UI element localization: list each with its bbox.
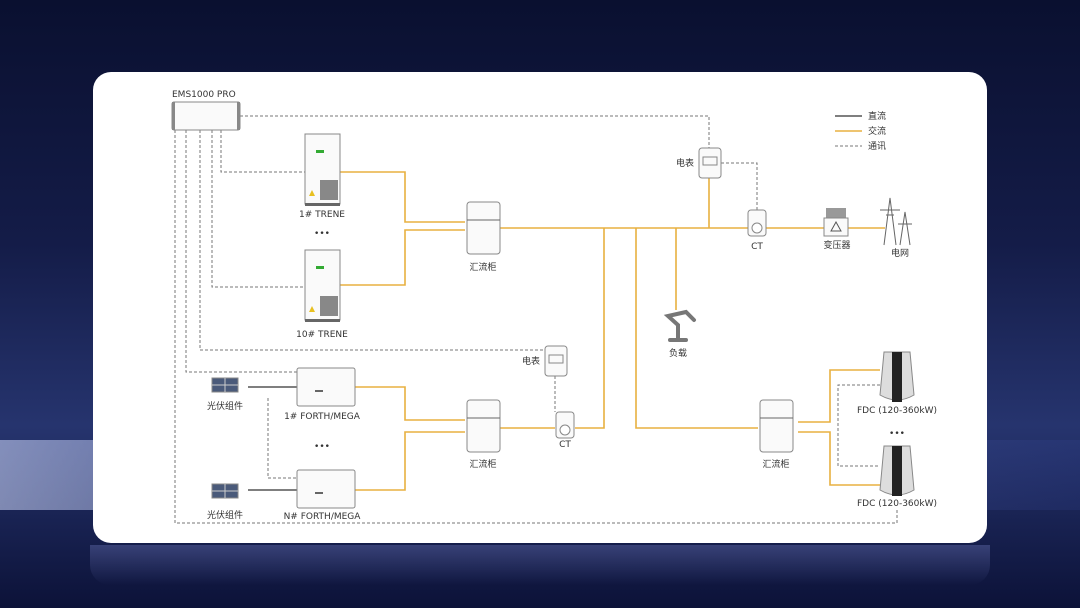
ems-label: EMS1000 PRO [172,90,236,100]
charger-label-2: FDC (120-360kW) [857,499,937,509]
storage-label-1: 1# TRENE [299,210,345,220]
transformer[interactable]: 变压器 [823,208,851,251]
pv-label-2: 光伏组件 [207,509,243,521]
inverter-label-1: 1# FORTH/MEGA [284,412,361,422]
combiner-cabinet-3[interactable]: 汇流柜 [759,399,794,470]
legend-ac: 交流 [868,125,886,137]
combiner-cabinet-1[interactable]: 汇流柜 [466,201,501,273]
legend-comm: 通讯 [868,141,886,152]
combiner-label-1: 汇流柜 [469,261,496,273]
pv-label-1: 光伏组件 [207,400,243,412]
ct-2[interactable]: CT [555,411,575,450]
inverter-label-n: N# FORTH/MEGA [284,512,362,522]
dc-lines [248,386,297,491]
storage-cabinet-10[interactable]: 10# TRENE [296,249,348,340]
ct-1[interactable]: CT [747,209,767,252]
card-reflection [90,545,990,585]
ems-device[interactable]: EMS1000 PRO [171,90,241,131]
ellipsis-chargers: ••• [889,429,905,439]
load-label: 负载 [669,347,687,359]
charger-1[interactable]: FDC (120-360kW) [857,351,937,416]
storage-cabinet-1[interactable]: 1# TRENE [299,133,345,220]
ellipsis-inverters: ••• [314,442,330,452]
charger-label-1: FDC (120-360kW) [857,406,937,416]
pv-panel-2[interactable]: 光伏组件 [207,483,243,521]
grid-tower-icon[interactable]: 电网 [880,197,912,259]
meter-label-1: 电表 [676,157,694,169]
meter-2[interactable]: 电表 [522,345,568,377]
pv-panel-1[interactable]: 光伏组件 [207,377,243,412]
ac-lines [340,171,885,491]
inverter-1[interactable]: 1# FORTH/MEGA [284,367,361,422]
legend-dc: 直流 [868,110,886,122]
meter-label-2: 电表 [522,355,540,367]
combiner-label-2: 汇流柜 [469,458,496,470]
ct-label-2: CT [559,440,571,450]
grid-label: 电网 [891,247,909,259]
storage-label-10: 10# TRENE [296,330,348,340]
combiner-label-3: 汇流柜 [762,458,789,470]
ellipsis-storage: ••• [314,229,330,239]
inverter-n[interactable]: N# FORTH/MEGA [284,469,362,522]
load-robot-arm-icon[interactable]: 负载 [663,309,696,359]
legend: 直流 交流 通讯 [835,110,886,152]
charger-2[interactable]: FDC (120-360kW) [857,445,937,509]
ct-label-1: CT [751,242,763,252]
meter-1[interactable]: 电表 [676,147,722,179]
transformer-label: 变压器 [823,239,850,251]
combiner-cabinet-2[interactable]: 汇流柜 [466,399,501,470]
